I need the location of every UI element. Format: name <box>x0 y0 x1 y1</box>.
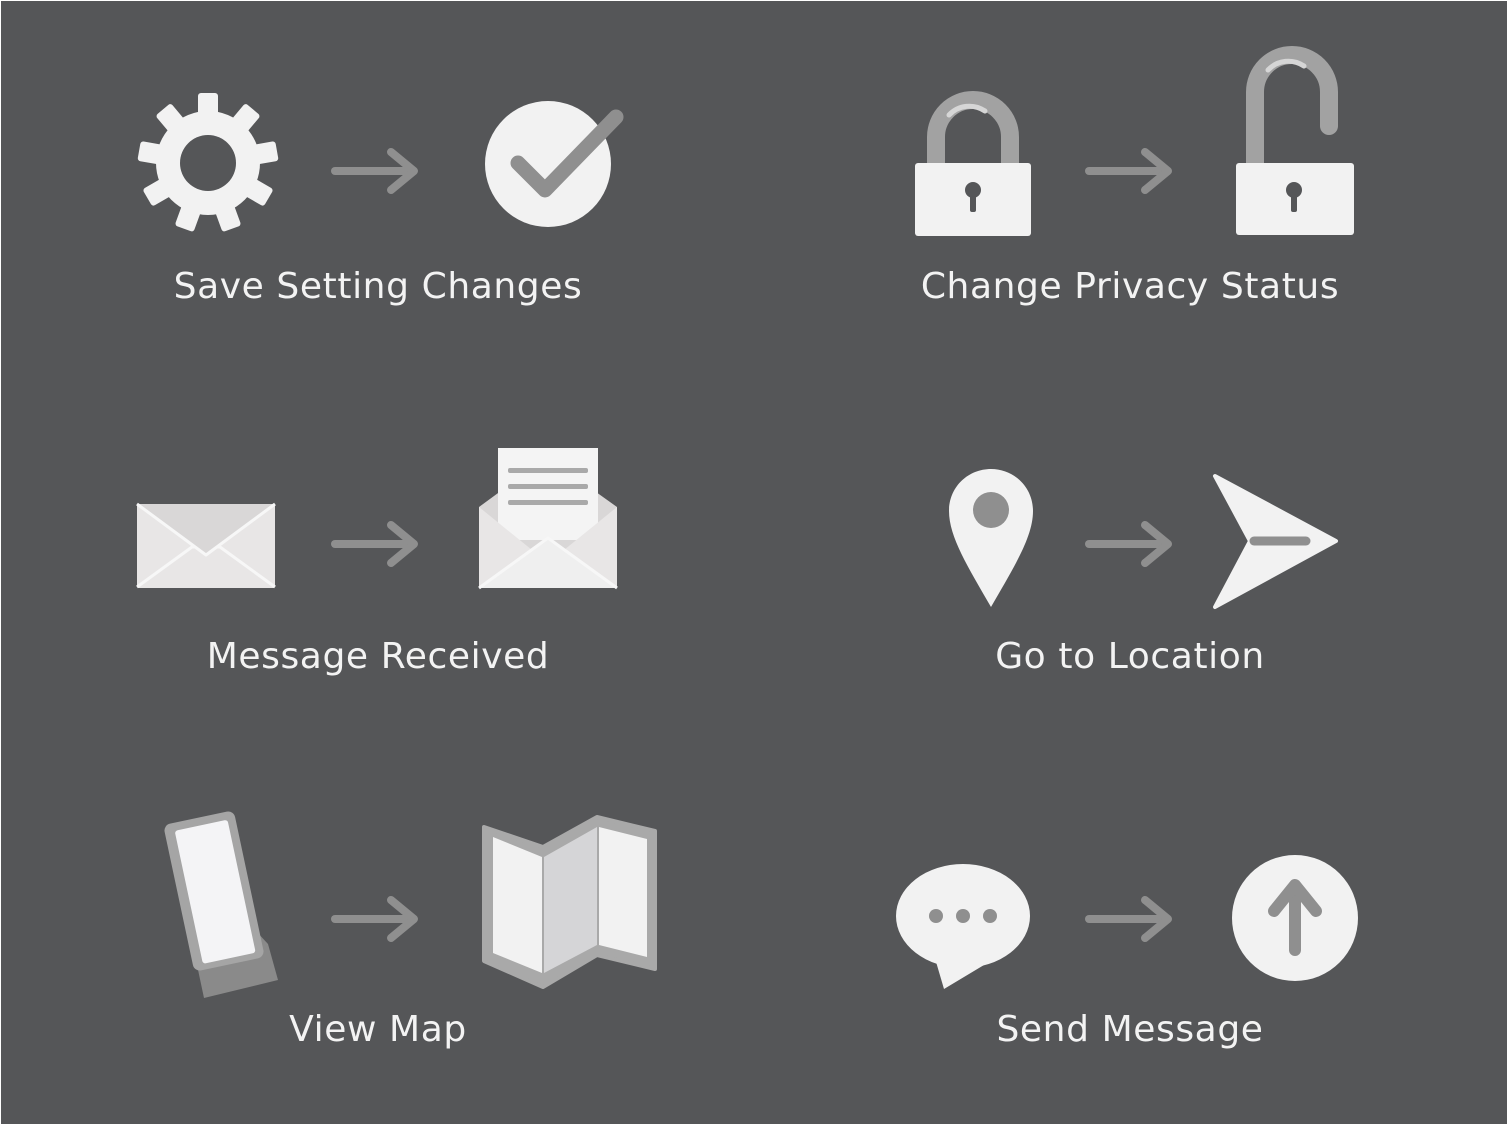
card-label: Message Received <box>206 636 550 677</box>
arrow-right-icon <box>1085 521 1172 567</box>
arrow-right-icon <box>331 521 418 567</box>
unfolded-map-icon <box>482 815 657 989</box>
chat-bubble-icon <box>896 864 1030 989</box>
card-label: View Map <box>289 1009 467 1050</box>
card-label: Save Setting Changes <box>173 266 583 307</box>
gear-icon <box>137 93 279 232</box>
arrow-right-icon <box>331 148 418 194</box>
card-label: Change Privacy Status <box>920 266 1340 307</box>
envelope-closed-icon <box>136 502 276 589</box>
lock-open-icon <box>1236 46 1354 235</box>
arrow-right-icon <box>331 896 418 942</box>
arrow-right-icon <box>1085 148 1172 194</box>
card-send-message: Send Message <box>880 821 1380 1063</box>
card-save-setting-changes: Save Setting Changes <box>128 89 628 319</box>
folded-map-icon <box>164 811 278 998</box>
card-label: Send Message <box>996 1009 1264 1050</box>
map-pin-icon <box>949 469 1033 607</box>
card-message-received: Message Received <box>128 443 628 688</box>
card-go-to-location: Go to Location <box>880 463 1380 688</box>
card-view-map: View Map <box>128 801 657 1063</box>
envelope-open-icon <box>478 448 618 590</box>
lock-closed-icon <box>915 91 1031 236</box>
navigation-arrow-icon <box>1213 474 1338 609</box>
card-change-privacy-status: Change Privacy Status <box>880 41 1380 319</box>
arrow-right-icon <box>1085 896 1172 942</box>
check-circle-icon <box>485 101 624 227</box>
upload-circle-icon <box>1232 855 1358 981</box>
card-label: Go to Location <box>995 636 1265 677</box>
